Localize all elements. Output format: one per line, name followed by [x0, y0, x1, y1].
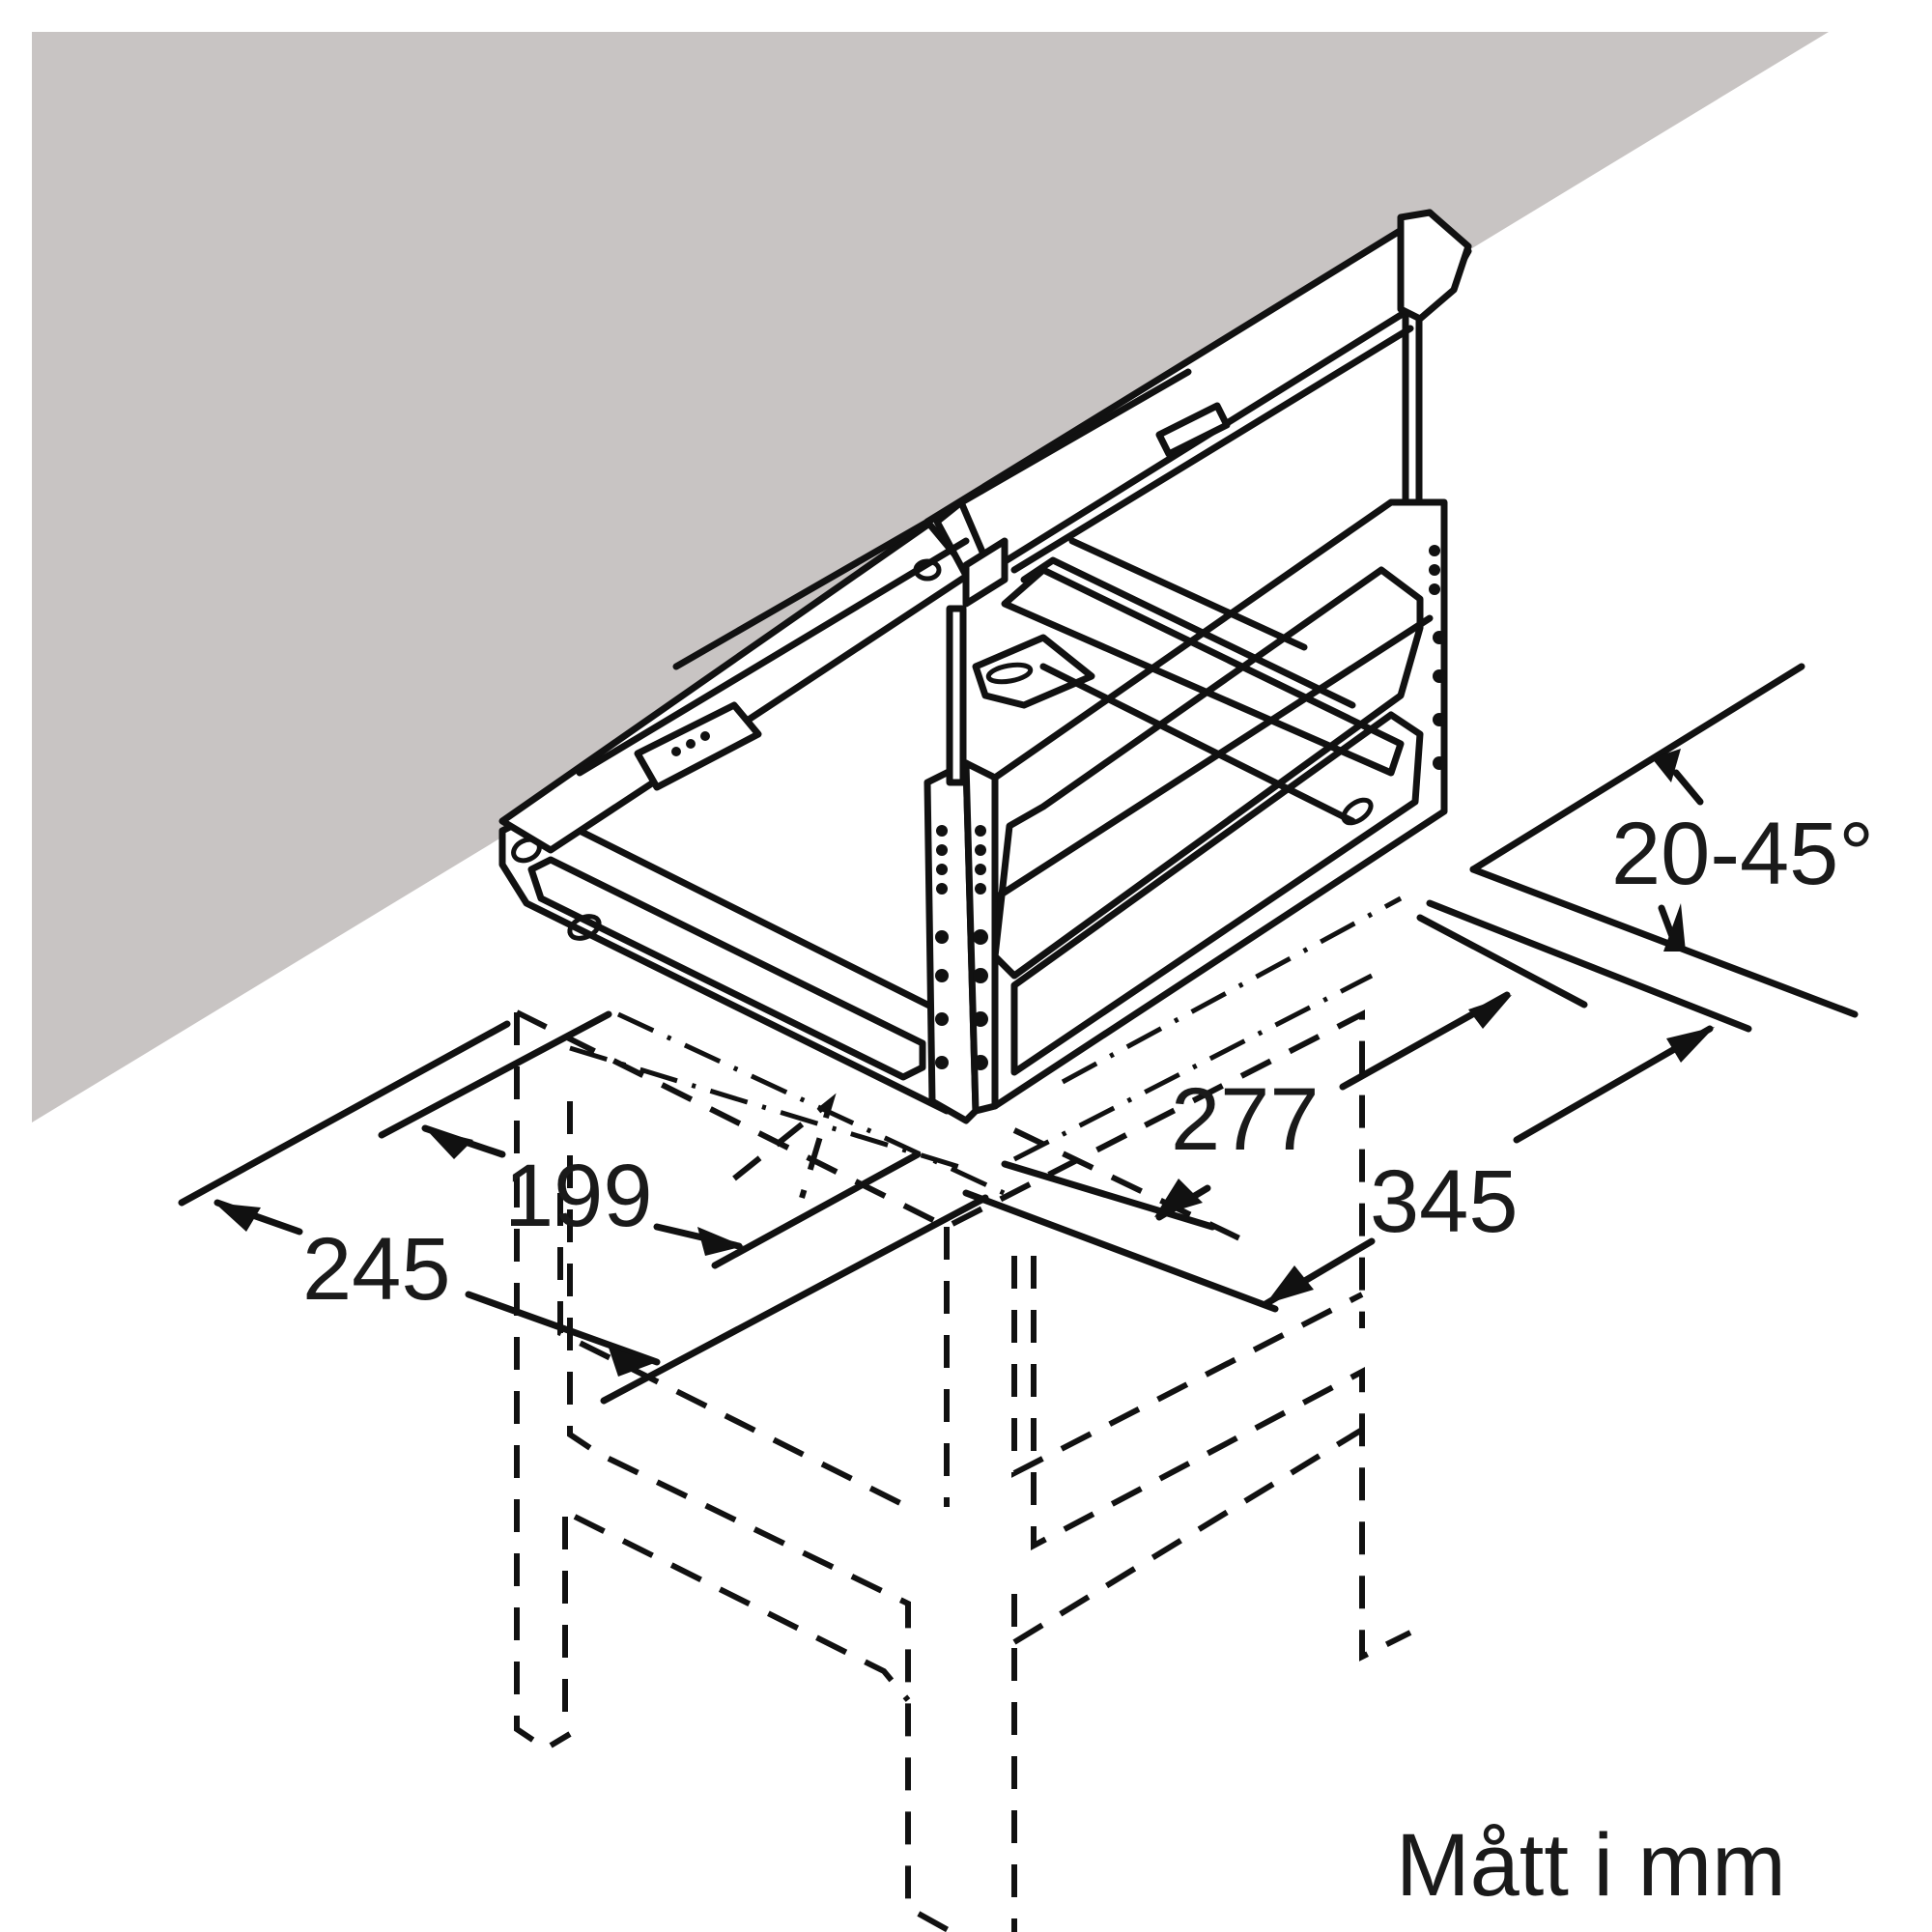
angle-dimension — [1469, 663, 1859, 1018]
dimension-245-label: 245 — [302, 1220, 451, 1319]
dimension-199-label: 199 — [504, 1147, 653, 1245]
rear-frame — [972, 537, 1405, 825]
dimension-199 — [378, 1010, 922, 1269]
unit-note: Mått i mm — [1396, 1816, 1786, 1915]
dimension-345-label: 345 — [1370, 1152, 1519, 1251]
front-right-frame — [991, 498, 1448, 1110]
dimension-277 — [1001, 914, 1588, 1231]
front-corner-post — [923, 759, 999, 1124]
cabinet-outline-dashed — [514, 895, 1412, 1932]
upper-lever-arm — [498, 209, 1472, 854]
dimension-245 — [178, 1020, 989, 1405]
dimension-345 — [962, 899, 1752, 1313]
gas-struts — [946, 286, 1423, 786]
dimension-277-label: 277 — [1171, 1070, 1320, 1169]
angle-label: 20-45° — [1611, 805, 1875, 903]
